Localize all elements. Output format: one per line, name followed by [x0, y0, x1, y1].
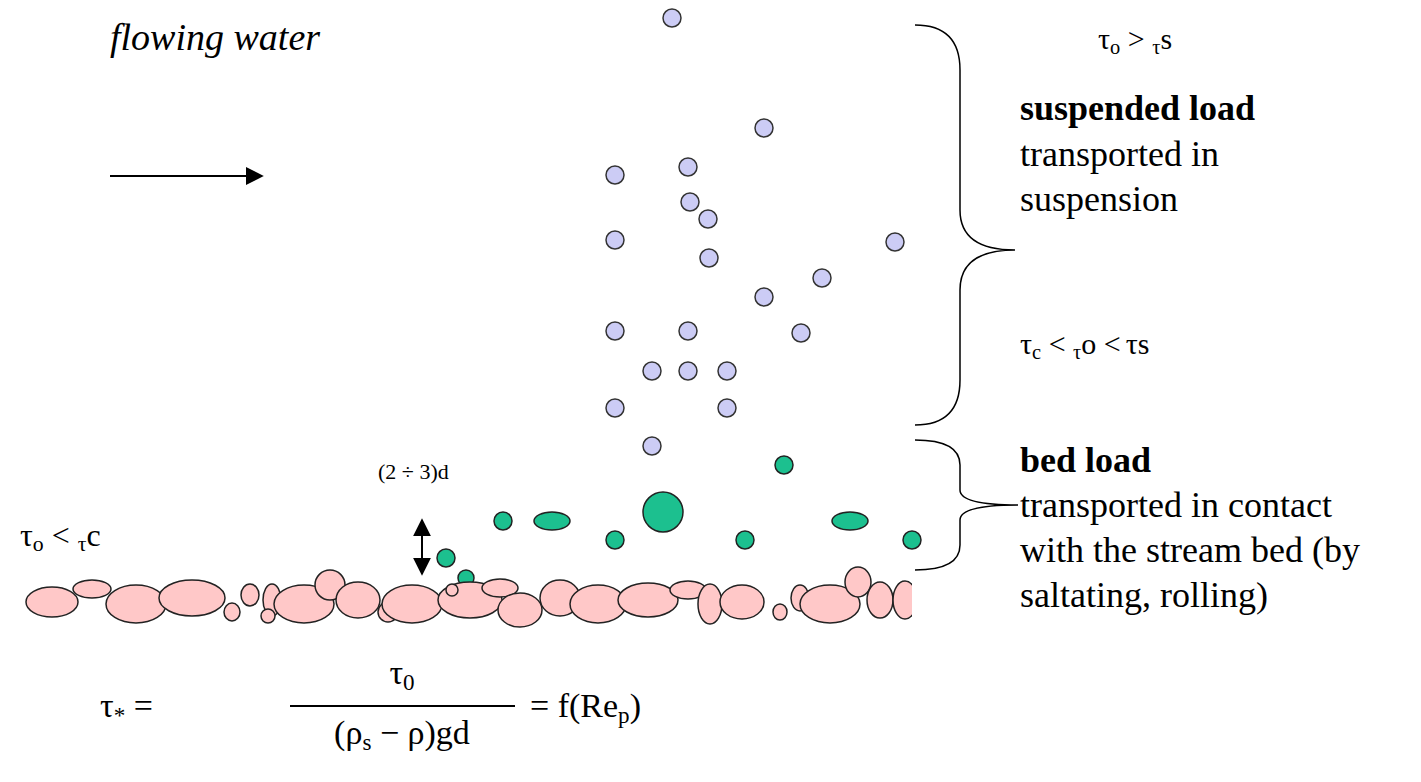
- suspended-particle: [606, 166, 624, 184]
- bed-grain: [336, 582, 380, 618]
- shear-condition: τo < τc: [20, 515, 101, 559]
- bed-grain: [893, 581, 912, 619]
- suspended-brace: [915, 25, 1015, 425]
- bed-grain: [446, 584, 458, 596]
- load-description: transported in suspension: [1020, 132, 1360, 222]
- bed-grain: [845, 567, 871, 597]
- formula-part: τ* =: [100, 685, 153, 730]
- formula-part: τ0: [389, 652, 414, 697]
- suspended-particle: [681, 193, 699, 211]
- bed-load-brace: [915, 440, 1018, 570]
- fraction-bar: [290, 705, 515, 707]
- suspended-particle: [700, 249, 718, 267]
- height-arrow: [421, 520, 423, 574]
- suspended-particle: [679, 362, 697, 380]
- suspended-particle: [718, 362, 736, 380]
- dimension-label: (2 ÷ 3)d: [378, 458, 449, 486]
- stream-bed: [26, 567, 912, 627]
- bed-load-particle: [494, 512, 512, 530]
- bed-grain: [867, 582, 893, 618]
- bed-load-particle: [606, 531, 624, 549]
- formula-part: (ρs − ρ)gd: [334, 712, 470, 757]
- flow-label: flowing water: [110, 14, 320, 62]
- suspended-particle: [718, 399, 736, 417]
- suspended-particle: [755, 119, 773, 137]
- load-description: transported in contact with the stream b…: [1020, 483, 1360, 618]
- bed-load-particle: [903, 531, 921, 549]
- bed-grain: [773, 604, 787, 620]
- bed-grain: [261, 609, 275, 623]
- flow-arrow: [110, 175, 262, 177]
- bed-load-particle: [775, 456, 793, 474]
- suspended-particle: [643, 437, 661, 455]
- bed-grain: [720, 585, 764, 619]
- shear-condition: τo > τs: [1098, 20, 1172, 61]
- load-heading: suspended load: [1020, 86, 1255, 131]
- bed-grain: [698, 584, 722, 624]
- bed-grain: [618, 583, 678, 617]
- suspended-particle: [886, 233, 904, 251]
- suspended-particle: [679, 158, 697, 176]
- bed-grain: [26, 587, 78, 617]
- bed-load-particle: [437, 549, 455, 567]
- suspended-particle: [643, 362, 661, 380]
- bed-grain: [241, 584, 259, 606]
- bed-load-particle: [534, 512, 570, 530]
- suspended-particle: [663, 9, 681, 27]
- suspended-particles: [606, 9, 904, 455]
- shear-condition: τc < τo < τs: [1020, 325, 1150, 366]
- suspended-particle: [606, 399, 624, 417]
- suspended-particle: [755, 288, 773, 306]
- bed-load-particle: [832, 512, 868, 530]
- bed-grain: [159, 580, 225, 616]
- bed-grain: [73, 580, 111, 598]
- bed-grain: [498, 593, 542, 627]
- suspended-particle: [679, 322, 697, 340]
- bed-grain: [570, 585, 626, 623]
- suspended-particle: [606, 322, 624, 340]
- bed-grain: [106, 585, 166, 623]
- bed-grain: [224, 603, 240, 621]
- load-heading: bed load: [1020, 438, 1151, 483]
- bed-load-particles: [437, 456, 921, 586]
- suspended-particle: [813, 269, 831, 287]
- bed-grain: [382, 585, 442, 623]
- suspended-particle: [606, 231, 624, 249]
- bed-load-particle: [643, 492, 683, 532]
- suspended-particle: [792, 324, 810, 342]
- bed-load-particle: [736, 531, 754, 549]
- suspended-particle: [699, 210, 717, 228]
- formula-part: = f(Rep): [530, 685, 641, 730]
